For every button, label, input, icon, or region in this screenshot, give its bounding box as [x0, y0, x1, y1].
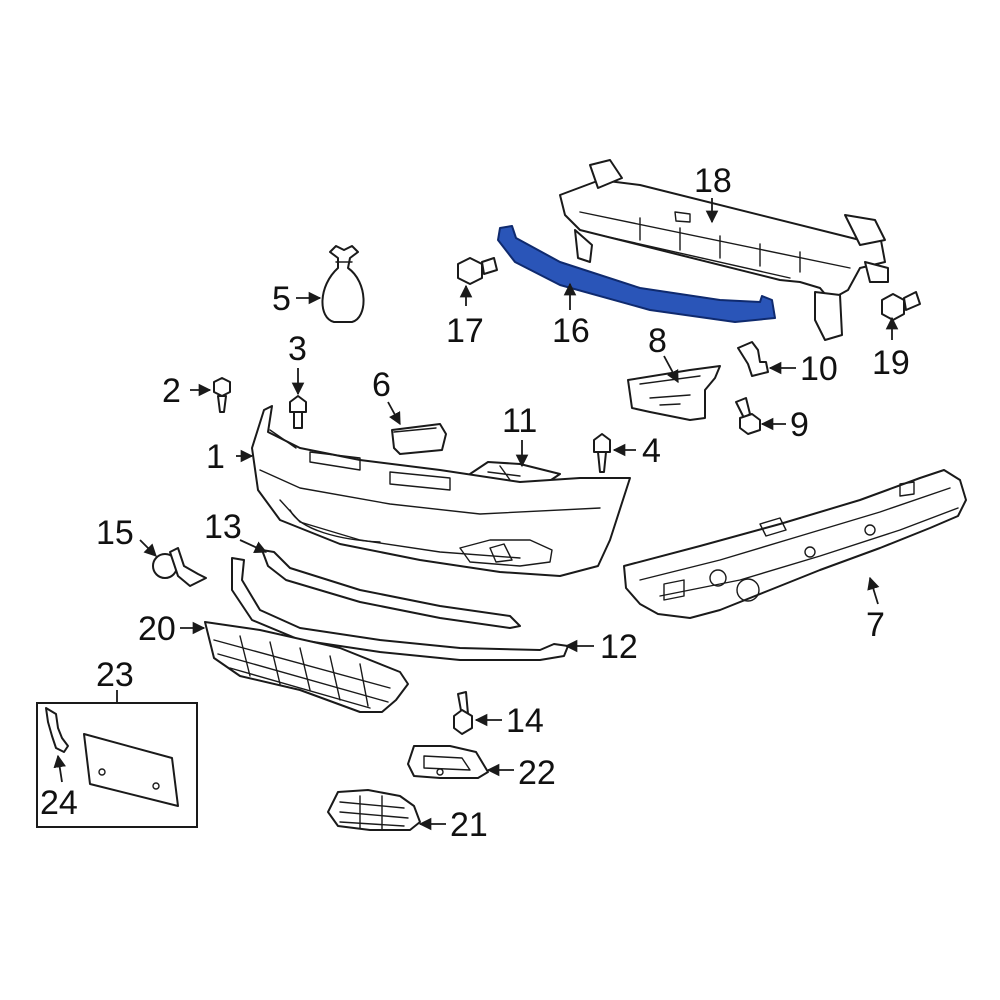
callout-22: 22	[518, 754, 556, 792]
impact-bar	[559, 159, 889, 341]
callout-2: 2	[162, 372, 181, 410]
callout-23: 23	[96, 656, 134, 694]
callout-12: 12	[600, 628, 638, 666]
callout-3: 3	[288, 330, 307, 368]
bumper-cover	[251, 405, 631, 577]
license-plate-kit-box	[36, 702, 198, 828]
callout-19: 19	[872, 344, 910, 382]
upper-bracket-strip	[497, 225, 776, 323]
callout-7: 7	[866, 606, 885, 644]
clip-10	[737, 341, 769, 377]
screw-2	[213, 377, 231, 413]
callout-4: 4	[642, 432, 661, 470]
fog-lamp-housing	[407, 745, 489, 779]
leader-lines	[53, 198, 899, 831]
paint-bag	[321, 245, 365, 323]
cover-cap	[391, 423, 447, 455]
callout-8: 8	[648, 322, 667, 360]
callout-24: 24	[40, 784, 78, 822]
bolt-17	[457, 257, 498, 285]
callout-16: 16	[552, 312, 590, 350]
callout-5: 5	[272, 280, 291, 318]
callout-labels: 1 2 3 4 5 6 7 8 9 10 11 12 13 14 15 16 1…	[40, 162, 910, 844]
screw-9	[735, 397, 761, 435]
callout-1: 1	[206, 438, 225, 476]
screw-14	[453, 691, 473, 735]
callout-15: 15	[96, 514, 134, 552]
callout-6: 6	[372, 366, 391, 404]
clip-3	[289, 395, 307, 429]
callout-20: 20	[138, 610, 176, 648]
callout-21: 21	[450, 806, 488, 844]
bolt-19	[881, 291, 921, 321]
callout-10: 10	[800, 350, 838, 388]
side-bracket	[627, 365, 721, 421]
callout-14: 14	[506, 702, 544, 740]
fog-lamp-grille	[327, 789, 421, 831]
tow-hook-cap	[152, 547, 207, 587]
callout-17: 17	[446, 312, 484, 350]
callout-13: 13	[204, 508, 242, 546]
lower-grille	[204, 621, 409, 713]
upper-trim-strip	[261, 549, 521, 629]
callout-18: 18	[694, 162, 732, 200]
energy-absorber	[623, 469, 967, 619]
screw-4	[593, 433, 611, 473]
callout-9: 9	[790, 406, 809, 444]
callout-11: 11	[502, 402, 537, 440]
